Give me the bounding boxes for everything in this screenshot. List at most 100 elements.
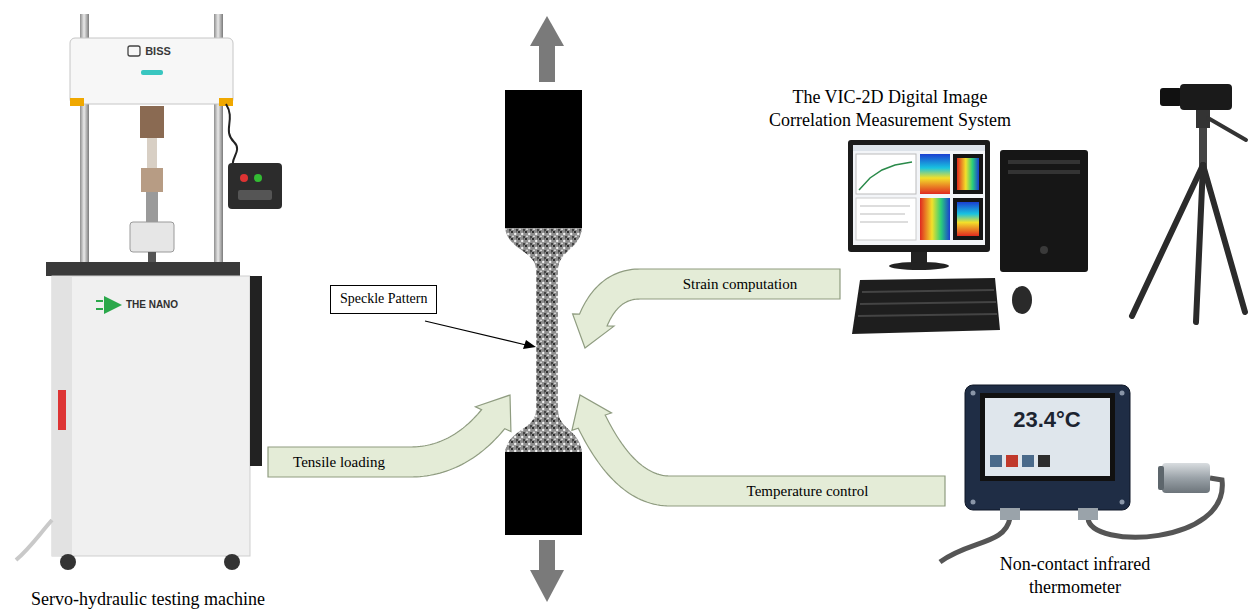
testing-machine-part bbox=[46, 262, 240, 276]
infrared-thermometer-part bbox=[1158, 466, 1164, 490]
testing-machine-part bbox=[240, 174, 248, 182]
dic-system-part bbox=[1208, 118, 1246, 140]
leader-line-part bbox=[425, 321, 526, 345]
dic-system-part bbox=[1008, 170, 1080, 174]
infrared-thermometer-part bbox=[990, 455, 1002, 467]
leader-line-part bbox=[523, 340, 536, 349]
infrared-thermometer-part bbox=[1162, 463, 1210, 493]
testing-machine-part bbox=[52, 276, 250, 556]
dic-system-part bbox=[860, 302, 996, 304]
testing-machine-part bbox=[130, 222, 174, 252]
dic-system-part bbox=[920, 154, 950, 194]
infrared-thermometer bbox=[940, 385, 1222, 562]
testing-machine-part bbox=[226, 104, 237, 170]
dic-system-part bbox=[1132, 165, 1203, 316]
testing-machine-part bbox=[147, 138, 157, 168]
infrared-thermometer-part bbox=[965, 385, 1130, 510]
dic-system-part bbox=[1040, 246, 1048, 254]
testing-machine-part bbox=[70, 98, 84, 106]
infrared-thermometer-part bbox=[1022, 455, 1034, 467]
specimen-part bbox=[505, 452, 582, 535]
testing-machine-part bbox=[146, 192, 158, 222]
arrow-label: Strain computation bbox=[683, 275, 798, 293]
dic-system-part bbox=[1160, 88, 1182, 106]
arrow-outline bbox=[268, 395, 511, 477]
infrared-thermometer-part bbox=[1078, 508, 1098, 520]
infrared-thermometer-part bbox=[971, 391, 976, 396]
dic-system-part bbox=[1000, 150, 1088, 272]
leader-line bbox=[425, 321, 536, 349]
dic-system-part bbox=[860, 214, 905, 215]
testing-machine-part bbox=[254, 174, 262, 182]
infrared-thermometer-part bbox=[1000, 508, 1020, 520]
testing-machine-part bbox=[60, 554, 76, 570]
dic-system-part bbox=[1180, 84, 1232, 110]
dic-system-part bbox=[860, 206, 910, 207]
dic-system-part bbox=[1012, 286, 1032, 314]
dic-system-part bbox=[1196, 165, 1203, 322]
testing-machine-part bbox=[96, 308, 103, 310]
testing-machine-part bbox=[224, 554, 240, 570]
testing-machine bbox=[16, 14, 282, 570]
testing-machine-part bbox=[96, 300, 103, 302]
dic-system-part bbox=[852, 278, 1000, 334]
callout-box: Speckle Pattern bbox=[330, 285, 437, 314]
specimen-part bbox=[505, 90, 582, 228]
dic-system-part bbox=[953, 154, 983, 194]
testing-machine-part bbox=[16, 520, 52, 560]
testing-machine-part bbox=[104, 296, 122, 314]
dic-system-part bbox=[889, 262, 949, 270]
specimen bbox=[505, 90, 582, 535]
load-direction-arrow-part bbox=[539, 540, 555, 570]
dic-system-part bbox=[848, 140, 990, 252]
dic-system-part bbox=[856, 154, 916, 194]
arrow-label: Temperature control bbox=[747, 482, 869, 500]
process-arrow: Tensile loading bbox=[266, 393, 513, 479]
testing-machine-part bbox=[52, 276, 72, 556]
dic-system-part bbox=[853, 145, 985, 245]
dic-system-part bbox=[920, 198, 950, 240]
dic-system-part bbox=[859, 162, 912, 190]
testing-machine-part bbox=[141, 168, 163, 192]
infrared-thermometer-part bbox=[940, 518, 1010, 562]
brand-logo: THE NANO bbox=[126, 299, 178, 312]
dic-system-part bbox=[1203, 165, 1245, 312]
load-direction-arrow-part bbox=[530, 16, 564, 46]
infrared-thermometer-part bbox=[985, 398, 1110, 476]
testing-machine-part bbox=[70, 38, 233, 104]
arrow-outline bbox=[573, 269, 840, 348]
testing-machine-part bbox=[128, 46, 140, 56]
dic-system-part bbox=[853, 145, 985, 151]
arrow-outline bbox=[572, 395, 945, 506]
dic-system-part bbox=[862, 290, 994, 292]
figure-caption: Servo-hydraulic testing machine bbox=[31, 588, 265, 611]
process-arrow: Temperature control bbox=[569, 393, 947, 508]
figure-caption: Non-contact infrared thermometer bbox=[990, 553, 1160, 598]
specimen-part bbox=[505, 90, 582, 535]
infrared-thermometer-part bbox=[980, 393, 1115, 481]
testing-machine-part bbox=[228, 163, 282, 209]
testing-machine-part bbox=[250, 276, 262, 466]
testing-machine-part bbox=[141, 70, 163, 75]
figure-caption: The VIC-2D Digital Image Correlation Mea… bbox=[763, 86, 1018, 131]
infrared-thermometer-part bbox=[1038, 455, 1050, 467]
infrared-thermometer-part bbox=[1120, 500, 1125, 505]
callout-text: Speckle Pattern bbox=[340, 291, 427, 308]
dic-system-part bbox=[856, 198, 916, 240]
dic-system-part bbox=[858, 314, 997, 316]
process-arrow: Strain computation bbox=[570, 267, 842, 350]
dic-system-part bbox=[1008, 160, 1080, 164]
testing-machine-part bbox=[58, 390, 66, 430]
infrared-thermometer-part bbox=[971, 500, 976, 505]
infrared-thermometer-part bbox=[1006, 455, 1018, 467]
load-direction-arrow-part bbox=[539, 46, 555, 82]
testing-machine-part bbox=[140, 106, 164, 138]
display-reading: 23.4°C bbox=[1013, 406, 1081, 434]
brand-logo: BISS bbox=[145, 45, 171, 59]
dic-system-part bbox=[953, 198, 983, 240]
load-direction-arrow-part bbox=[530, 570, 564, 602]
